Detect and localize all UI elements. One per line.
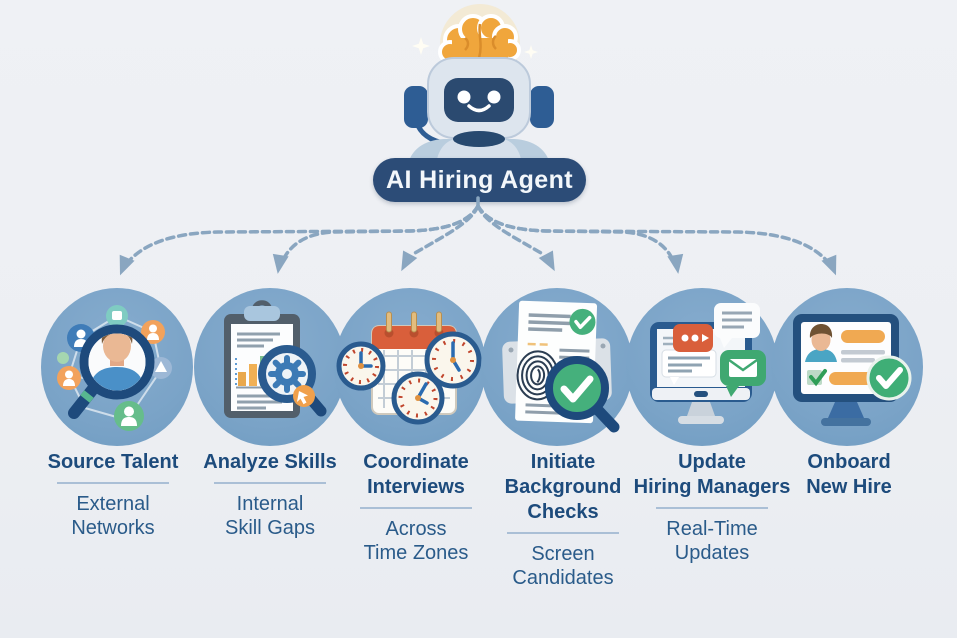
robot-with-glowing-brain-icon (404, 4, 554, 166)
clipboard-clip (244, 306, 280, 321)
network-nodes (57, 305, 172, 431)
divider (57, 482, 169, 484)
task-title: Analyze Skills (203, 451, 337, 473)
task-title: Onboard New Hire (806, 451, 892, 498)
task-label-source-talent: Source Talent External Networks (28, 450, 198, 540)
robot-ear-right (530, 86, 554, 128)
chat-bubble-outline-icon (714, 303, 760, 348)
task-circle-background-checks (481, 288, 633, 446)
clock-icon (424, 331, 482, 389)
monitor-chat-notifications-icon (650, 303, 766, 424)
task-title: Coordinate Interviews (363, 451, 469, 498)
task-title: Source Talent (47, 451, 179, 473)
check-badge-icon (569, 308, 596, 335)
task-title: Update Hiring Managers (633, 451, 791, 498)
clipboard-chart-gear-magnifier-icon (224, 300, 327, 418)
chat-bubble-red-icon (673, 324, 713, 352)
binder-rings (384, 311, 444, 338)
talent-network-magnifier-icon (57, 305, 172, 431)
form-field-bar (829, 372, 875, 385)
divider (214, 482, 326, 484)
robot-eye-left (457, 90, 471, 104)
task-circle-onboard-new-hire (771, 288, 923, 446)
task-circle-source-talent (41, 288, 193, 446)
magnifier-gear-icon (258, 345, 327, 417)
divider (360, 507, 472, 509)
task-subtitle: Across Time Zones (363, 518, 469, 564)
checkbox-checked-icon (807, 369, 827, 387)
connector-arrow-2 (281, 204, 480, 262)
task-subtitle: Screen Candidates (512, 543, 614, 589)
connector-arrow-1 (126, 204, 480, 264)
brain-folds (464, 23, 497, 59)
agent-badge: AI Hiring Agent (373, 158, 586, 202)
task-title: Initiate Background Checks (504, 451, 622, 523)
task-label-update-managers: Update Hiring Managers Real-Time Updates (627, 450, 797, 565)
check-circle-icon (866, 355, 912, 401)
task-subtitle: Internal Skill Gaps (224, 493, 316, 539)
connector-arrow-3 (413, 204, 480, 255)
magnifier-check-icon (545, 356, 620, 433)
text-line (841, 358, 875, 363)
magnifier-face-icon (68, 324, 155, 419)
robot-eye-right (487, 90, 501, 104)
chat-bubble-white-icon (661, 349, 717, 385)
profile-avatar-icon (805, 324, 837, 362)
clock-icon (391, 371, 445, 425)
task-label-coordinate-interviews: Coordinate Interviews Across Time Zones (331, 450, 501, 565)
robot-face (444, 78, 514, 122)
agent-badge-label: AI Hiring Agent (385, 165, 573, 194)
sparkle-icon (524, 45, 538, 59)
task-subtitle: External Networks (71, 493, 155, 539)
arrowheads (119, 250, 837, 276)
divider (507, 532, 619, 534)
robot-ear-left (404, 86, 428, 128)
task-label-onboard-new-hire: Onboard New Hire (764, 450, 934, 500)
text-line (841, 350, 885, 355)
clock-icon (336, 341, 386, 391)
task-circle-update-managers (626, 288, 778, 446)
task-circle-coordinate-interviews (334, 288, 486, 446)
robot-smile (467, 104, 491, 113)
message-bubble-green-icon (720, 350, 766, 397)
task-circle-analyze-skills (194, 288, 346, 446)
fingerprint-document-check-icon (502, 300, 620, 433)
connector-arrows (119, 196, 837, 276)
task-label-background-checks: Initiate Background Checks Screen Candid… (478, 450, 648, 590)
task-subtitle: Real-Time Updates (666, 518, 758, 564)
divider (656, 507, 768, 509)
calendar-clocks-icon (336, 311, 482, 425)
monitor-profile-checklist-icon (793, 314, 912, 426)
robot-collar (453, 131, 505, 147)
form-field-bar (841, 330, 885, 343)
task-label-analyze-skills: Analyze Skills Internal Skill Gaps (185, 450, 355, 540)
connector-arrow-6 (476, 204, 830, 264)
sparkle-icon (412, 37, 430, 55)
